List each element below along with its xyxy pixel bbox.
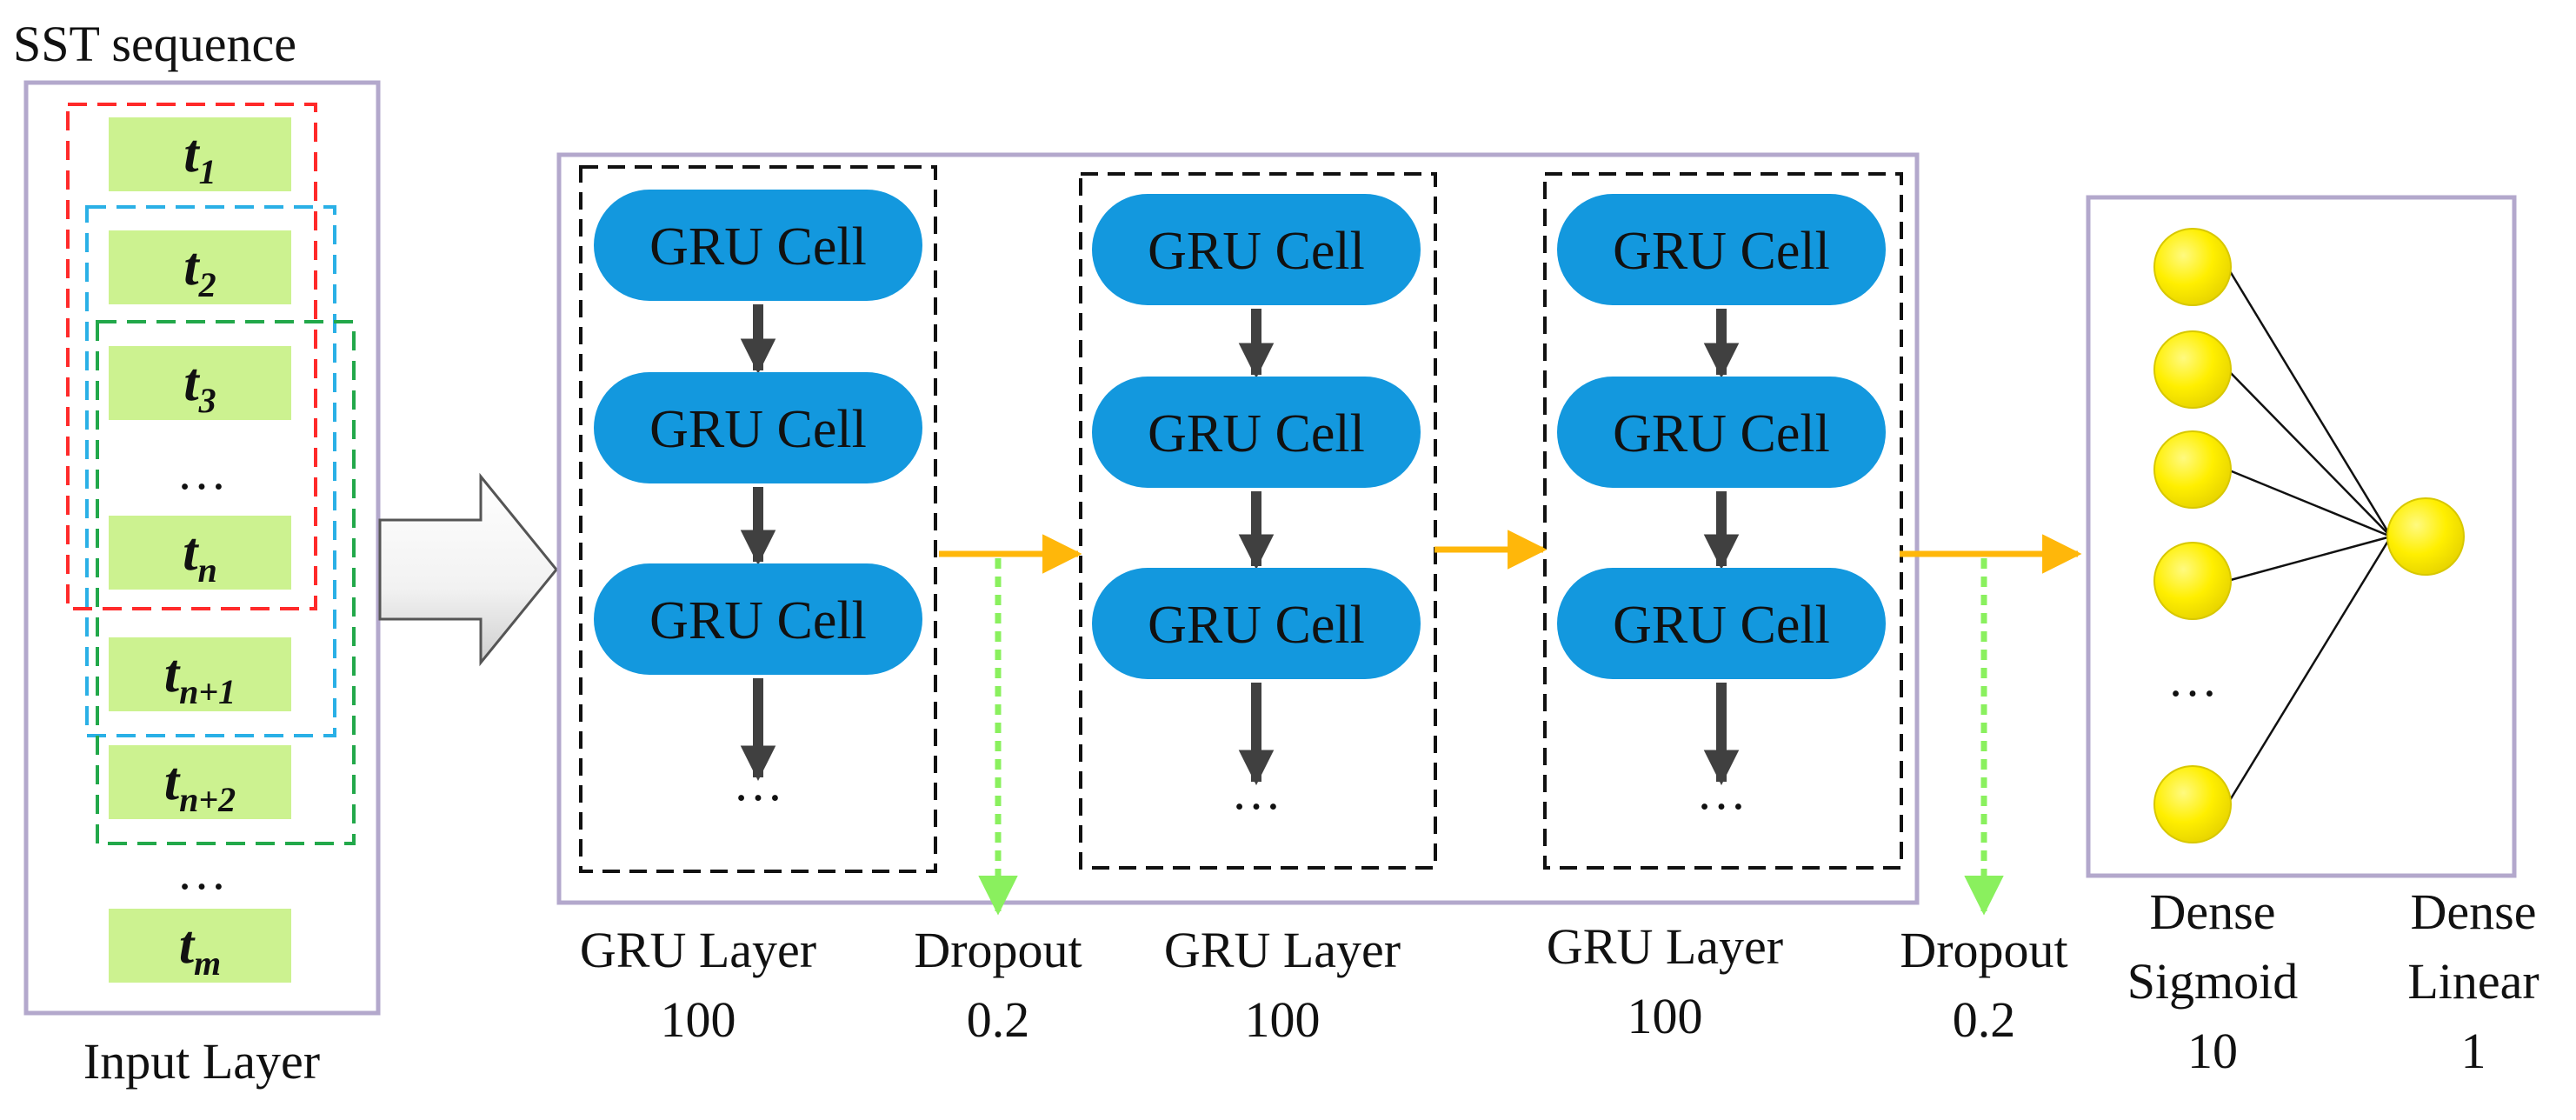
gru-layer-1-label: GRU Layer	[580, 922, 816, 978]
gru-cell	[594, 372, 922, 483]
dense-hidden-node	[2153, 430, 2232, 509]
sequence-label: tn+1	[164, 644, 236, 711]
dense-hidden-node	[2153, 765, 2232, 843]
dense-hidden-units: 10	[2187, 1023, 2238, 1079]
input-panel	[23, 80, 381, 1016]
gru-layer-3-label: GRU Layer	[1547, 918, 1783, 975]
window-3	[96, 320, 356, 845]
input-caption: Input Layer	[83, 1033, 320, 1090]
gru-panel	[556, 152, 1920, 905]
dense-output-activation: Linear	[2407, 953, 2539, 1010]
dense-hidden-activation: Sigmoid	[2127, 953, 2299, 1010]
gru-layer-frame	[579, 165, 937, 873]
gru-layer-frame	[1543, 172, 1903, 870]
gru-layer-2-label: GRU Layer	[1164, 922, 1401, 978]
dense-connection	[2226, 266, 2393, 537]
gru-cell	[1557, 194, 1886, 305]
sequence-label: t2	[183, 237, 216, 304]
dense-connection	[2227, 468, 2392, 538]
dense-panel	[2086, 195, 2517, 878]
gru-cell	[1092, 377, 1421, 488]
sequence-label: tn+2	[164, 752, 236, 819]
gru-layer-frame	[1079, 172, 1437, 870]
dense-hidden-label: Dense	[2150, 883, 2276, 940]
gru-cell-label: GRU Cell	[1613, 404, 1830, 463]
gru-cell	[1557, 568, 1886, 679]
dropout-1-rate: 0.2	[967, 991, 1030, 1048]
sequence-box	[109, 745, 291, 819]
dropout-2-rate: 0.2	[1953, 991, 2016, 1048]
sequence-box	[109, 516, 291, 590]
gru-cell-label: GRU Cell	[649, 217, 867, 277]
dense-connection	[2227, 369, 2392, 537]
input-to-gru-arrow	[378, 472, 558, 667]
sequence-box	[109, 637, 291, 711]
dense-hidden-node	[2153, 542, 2232, 620]
gru-cell	[594, 190, 922, 301]
gru-cell-label: GRU Cell	[1613, 222, 1830, 281]
dense-connection	[2226, 536, 2393, 805]
dense-hidden-node	[2153, 330, 2232, 409]
sequence-box	[109, 346, 291, 420]
gru-cell-label: GRU Cell	[649, 400, 867, 459]
dense-output-units: 1	[2461, 1023, 2486, 1079]
gru-cell-label: GRU Cell	[649, 591, 867, 650]
gru-layer-ellipsis: …	[733, 755, 783, 811]
sequence-ellipsis: …	[176, 443, 227, 500]
gru-cell-label: GRU Cell	[1148, 404, 1365, 463]
sequence-boxes: t1 t2 t3 … tn tn+1 tn+2 … tm	[109, 117, 291, 983]
bottom-labels: GRU Layer 100 Dropout 0.2 GRU Layer 100 …	[580, 918, 2068, 1048]
gru-layer-3-units: 100	[1627, 988, 1703, 1044]
sequence-box	[109, 117, 291, 191]
dropout-2-label: Dropout	[1900, 922, 2067, 978]
dense-connection	[2227, 535, 2392, 583]
gru-layer-ellipsis: …	[1231, 763, 1281, 820]
gru-layer-1-units: 100	[661, 991, 736, 1048]
gru-cell	[594, 563, 922, 675]
dense-output-label: Dense	[2411, 883, 2537, 940]
sequence-label: t1	[183, 124, 216, 191]
gru-cell	[1557, 377, 1886, 488]
window-2	[85, 205, 336, 737]
window-1	[66, 103, 317, 610]
sequence-box	[109, 909, 291, 983]
gru-cell	[1092, 194, 1421, 305]
gru-cell-label: GRU Cell	[1148, 596, 1365, 655]
gru-cell-label: GRU Cell	[1613, 596, 1830, 655]
dropout-1-label: Dropout	[914, 922, 1082, 978]
sequence-box	[109, 230, 291, 304]
sequence-ellipsis: …	[176, 843, 227, 900]
input-title: SST sequence	[13, 16, 296, 72]
dense-connections	[2226, 266, 2393, 805]
gru-cell	[1092, 568, 1421, 679]
gru-layer-ellipsis: …	[1696, 763, 1747, 820]
gru-cell-label: GRU Cell	[1148, 222, 1365, 281]
gru-layer-2-units: 100	[1245, 991, 1321, 1048]
dense-hidden-node	[2153, 228, 2232, 306]
sequence-label: t3	[183, 353, 216, 420]
sequence-label: tm	[179, 916, 221, 983]
sequence-label: tn	[183, 523, 216, 590]
dense-output-node	[2386, 497, 2465, 576]
dense-ellipsis: …	[2167, 650, 2218, 707]
dense-nodes	[2153, 228, 2465, 843]
